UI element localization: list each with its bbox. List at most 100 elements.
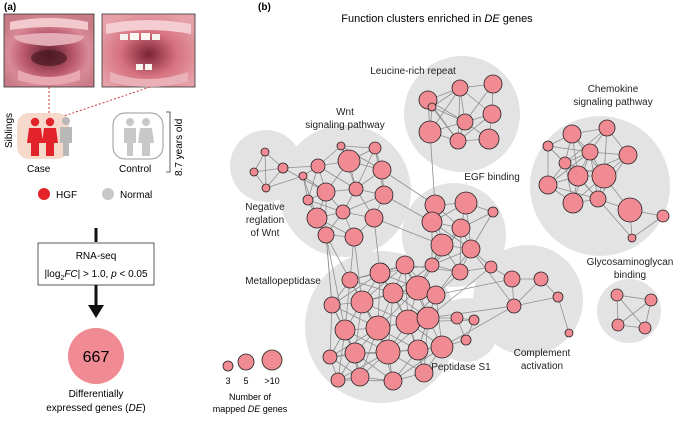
gene-node-chemo xyxy=(591,163,617,189)
gene-node-metallo xyxy=(430,335,454,359)
edge-wnt-egf xyxy=(373,217,443,246)
gene-node-wnt xyxy=(316,182,336,202)
cluster-label-negwnt-3: of Wnt xyxy=(251,228,280,239)
age-label: 8.7 years old xyxy=(174,119,185,176)
gene-node-wnt xyxy=(337,149,361,173)
edge-lrr xyxy=(457,87,461,142)
age-bracket xyxy=(166,111,171,173)
gene-node-metallo xyxy=(426,285,446,305)
gene-node-chemo xyxy=(656,209,670,223)
de-caption-line1: Differentially xyxy=(69,389,124,400)
gene-node-wnt xyxy=(302,194,314,206)
cluster-label-negwnt-1: Negative xyxy=(245,202,285,213)
legend-normal-label: Normal xyxy=(120,190,152,201)
gene-node-lrr xyxy=(456,113,474,131)
cluster-label-peptidase: Peptidase S1 xyxy=(431,362,491,373)
case-family-icon xyxy=(17,113,72,159)
control-family-icon xyxy=(112,112,164,160)
gene-node-egf xyxy=(461,239,481,259)
de-count-circle xyxy=(68,328,124,384)
gene-node-metallo xyxy=(383,371,403,391)
gene-node-metallo xyxy=(414,363,434,383)
size-legend-caption-2: mapped DE genes xyxy=(213,404,288,414)
gene-node-metallo xyxy=(407,339,429,361)
gene-node-complement xyxy=(552,291,564,303)
edge-metallo xyxy=(329,304,333,358)
gene-node-chemo xyxy=(581,143,599,161)
rnaseq-title: RNA-seq xyxy=(76,251,117,262)
gene-node-negwnt xyxy=(260,147,270,157)
gene-node-complement xyxy=(533,271,549,287)
cluster-bg-gag xyxy=(597,279,661,343)
edge-negwnt xyxy=(264,151,267,189)
node-size-legend: 3 5 >10 Number of mapped DE genes xyxy=(213,349,288,414)
status-legend: HGF Normal xyxy=(38,188,152,201)
gene-node-egf xyxy=(430,233,454,257)
gene-node-metallo xyxy=(365,315,391,341)
siblings-label: Siblings xyxy=(4,113,15,148)
size-legend-caption-1: Number of xyxy=(229,392,272,402)
gene-node-egf xyxy=(421,211,443,233)
gene-node-complement xyxy=(564,328,574,338)
gene-node-lrr xyxy=(482,104,502,124)
gene-node-metallo xyxy=(375,339,401,365)
de-count: 667 xyxy=(83,349,110,366)
cluster-label-lrr: Leucine-rich repeat xyxy=(370,66,456,77)
gene-node-chemo xyxy=(589,190,607,208)
gene-node-chemo xyxy=(538,175,558,195)
gene-node-egf xyxy=(454,191,478,215)
gene-node-lrr xyxy=(449,132,467,150)
gene-node-metallo xyxy=(341,271,359,289)
gene-node-chemo xyxy=(617,197,643,223)
gene-node-lrr xyxy=(478,128,500,150)
gene-node-negwnt xyxy=(261,183,271,193)
panel-b-label: (b) xyxy=(258,2,271,13)
gene-node-peptidase xyxy=(460,334,472,346)
edge-wnt-metallo xyxy=(325,234,346,331)
gene-node-wnt xyxy=(298,171,308,181)
gene-node-egf xyxy=(451,218,471,238)
gene-node-wnt xyxy=(336,141,346,151)
gene-node-metallo xyxy=(330,372,346,388)
gene-node-metallo xyxy=(344,342,366,364)
connector-control xyxy=(57,86,151,119)
cluster-labels: Leucine-rich repeat Wnt signaling pathwa… xyxy=(245,66,673,373)
edge-wnt-egf xyxy=(381,169,436,206)
legend-normal-swatch xyxy=(102,188,114,200)
cluster-label-chemo-2: signaling pathway xyxy=(573,97,653,108)
edge-egf-metallo xyxy=(427,266,492,319)
edge-chemo xyxy=(597,198,633,239)
gene-node-egf xyxy=(484,260,498,274)
de-caption-line2: expressed genes (DE) xyxy=(46,403,146,414)
gene-node-complement xyxy=(503,270,521,288)
cluster-label-negwnt-2: reglation xyxy=(246,215,284,226)
edge-metallo-complement xyxy=(441,305,515,348)
control-photo xyxy=(101,13,196,88)
gene-node-wnt xyxy=(364,208,384,228)
rnaseq-box: RNA-seq |log2FC| > 1.0, p < 0.05 xyxy=(37,242,155,286)
panel-a-label: (a) xyxy=(4,2,16,13)
gene-node-metallo xyxy=(369,262,391,284)
legend-hgf-swatch xyxy=(38,188,50,200)
gene-node-egf xyxy=(424,257,440,273)
edge-wnt xyxy=(355,147,376,190)
gene-node-egf xyxy=(487,206,499,218)
gene-node-metallo xyxy=(350,367,370,387)
edge-complement xyxy=(557,296,570,334)
edge-negwnt-wnt xyxy=(265,175,304,189)
gene-node-wnt xyxy=(317,226,335,244)
cluster-label-complement-2: activation xyxy=(521,361,563,372)
gene-node-metallo xyxy=(405,275,431,301)
gene-node-metallo xyxy=(350,290,374,314)
gene-node-metallo xyxy=(334,319,356,341)
gene-node-wnt xyxy=(310,158,326,174)
gene-node-wnt xyxy=(372,160,392,180)
gene-node-wnt xyxy=(335,204,351,220)
gene-node-wnt xyxy=(374,185,394,205)
edge-metallo-complement xyxy=(427,305,515,319)
gene-node-metallo xyxy=(322,349,338,365)
cluster-label-gag-1: Glycosaminoglycan xyxy=(587,257,674,268)
panel-b-title: Function clusters enriched in DE genes xyxy=(341,13,533,25)
edge-gag xyxy=(617,299,652,326)
